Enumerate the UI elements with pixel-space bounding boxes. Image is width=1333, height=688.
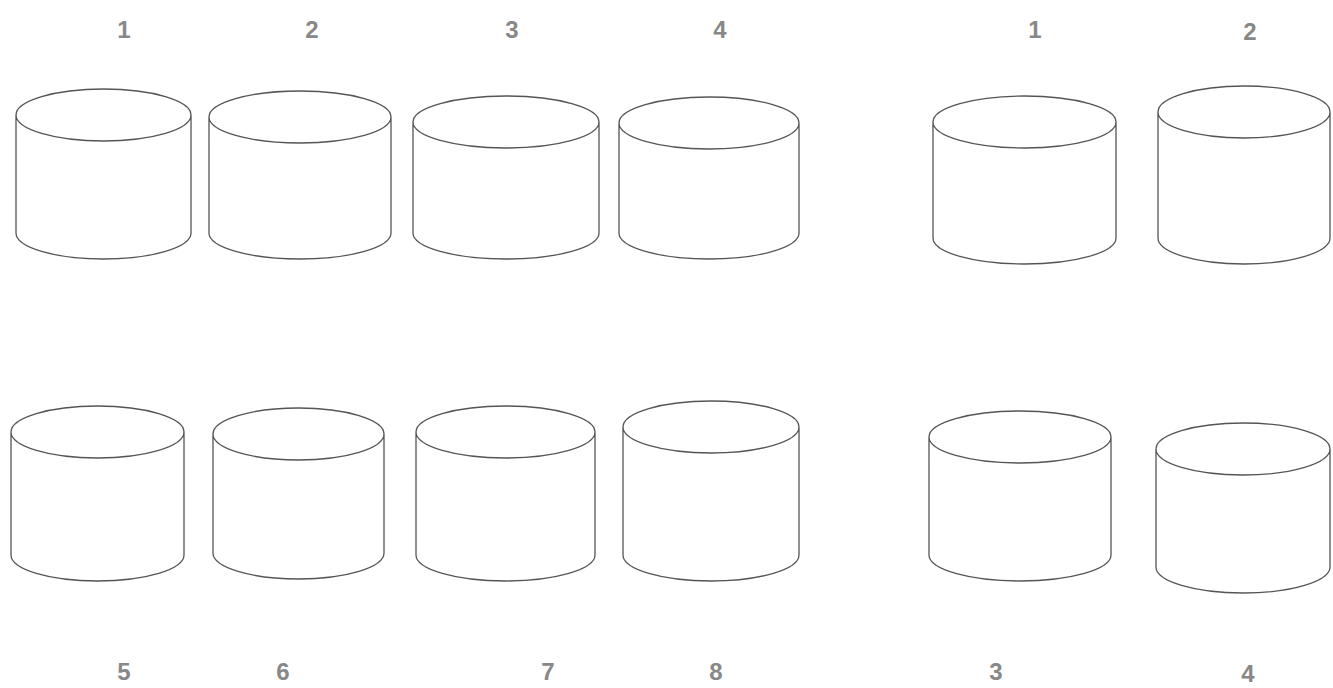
callout-number: 3 (505, 18, 518, 42)
callout-number: 4 (1241, 662, 1254, 686)
cylinder-outline (208, 90, 392, 260)
storage-cylinder: 2 (208, 90, 392, 260)
callout-number: 1 (1028, 18, 1041, 42)
storage-cylinder: 7 (415, 405, 596, 582)
storage-cylinder: 1 (15, 88, 192, 260)
storage-cylinder: 5 (10, 405, 185, 582)
cylinder-shape (416, 406, 595, 581)
storage-cylinder: 4 (1155, 422, 1331, 594)
callout-number: 4 (713, 18, 726, 42)
cylinder-shape (623, 401, 799, 581)
callout-number: 2 (305, 18, 318, 42)
callout-number: 7 (541, 660, 554, 684)
callout-number: 1 (117, 18, 130, 42)
cylinder-outline (10, 405, 185, 582)
storage-cylinder: 8 (622, 400, 800, 582)
callout-number: 2 (1243, 20, 1256, 44)
storage-cylinder: 1 (932, 95, 1117, 265)
cylinder-outline (618, 96, 800, 260)
cylinder-shape (1156, 423, 1330, 593)
cylinder-outline (412, 95, 600, 260)
callout-number: 8 (709, 660, 722, 684)
callout-number: 5 (117, 660, 130, 684)
cylinder-shape (16, 89, 191, 259)
cylinder-shape (929, 411, 1111, 581)
cylinder-outline (415, 405, 596, 582)
storage-cylinder: 2 (1157, 85, 1331, 265)
cylinder-shape (209, 91, 391, 259)
cylinder-outline (928, 410, 1112, 582)
storage-cylinder: 6 (212, 407, 385, 580)
cylinder-outline (1157, 85, 1331, 265)
callout-number: 6 (276, 660, 289, 684)
cylinder-shape (213, 408, 384, 579)
cylinder-outline (622, 400, 800, 582)
storage-cylinder: 3 (412, 95, 600, 260)
cylinder-outline (1155, 422, 1331, 594)
cylinder-shape (619, 97, 799, 259)
cylinder-outline (212, 407, 385, 580)
cylinder-shape (413, 96, 599, 259)
cylinder-outline (932, 95, 1117, 265)
cylinder-shape (933, 96, 1116, 264)
callout-number: 3 (989, 660, 1002, 684)
storage-cylinder: 4 (618, 96, 800, 260)
cylinder-shape (1158, 86, 1330, 264)
cylinder-shape (11, 406, 184, 581)
storage-cylinder: 3 (928, 410, 1112, 582)
cylinder-outline (15, 88, 192, 260)
